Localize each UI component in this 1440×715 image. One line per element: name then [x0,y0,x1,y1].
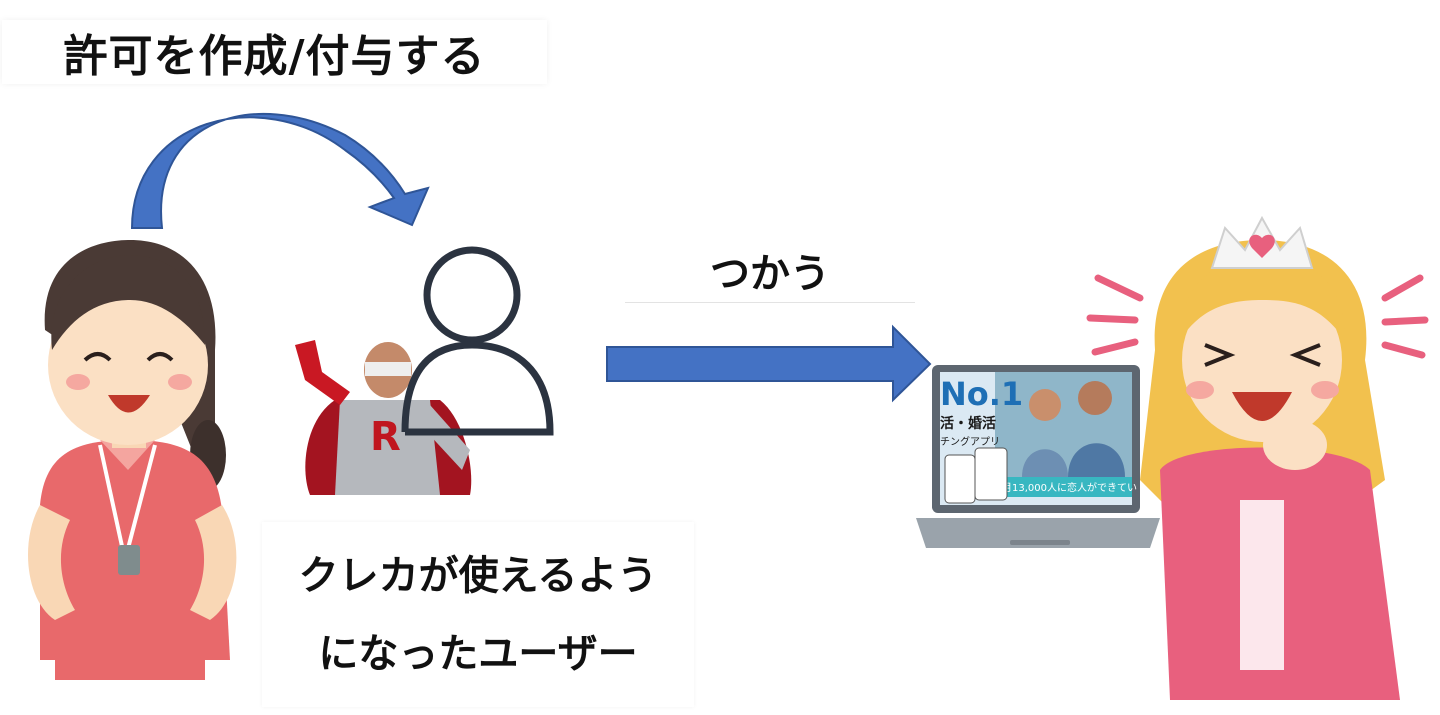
user-text-line2: になったユーザー [318,630,638,677]
superhero: R [280,340,485,495]
staff-woman [28,240,237,680]
laptop-line1-text: 活・婚活 [940,415,996,432]
use-text: つかう [710,251,830,297]
laptop-banner-text: 月13,000人に恋人ができてい [1002,481,1137,494]
user-outline-icon [401,246,554,436]
title-text: 許可を作成/付与する [63,31,486,82]
user-text-line1: クレカが使えるよう [298,552,658,599]
princess [1086,215,1429,700]
use-label: つかう [625,238,915,303]
user-label: クレカが使えるよう になったユーザー [262,522,694,707]
laptop: 月13,000人に恋人ができてい No.1 活・婚活 チングアプリ [916,365,1160,548]
laptop-badge-text: No.1 [940,375,1023,413]
svg-text:R: R [370,414,401,460]
curved-arrow [130,113,430,229]
right-arrow [606,324,932,403]
laptop-line2-text: チングアプリ [940,435,1000,448]
title-label: 許可を作成/付与する [2,20,547,84]
